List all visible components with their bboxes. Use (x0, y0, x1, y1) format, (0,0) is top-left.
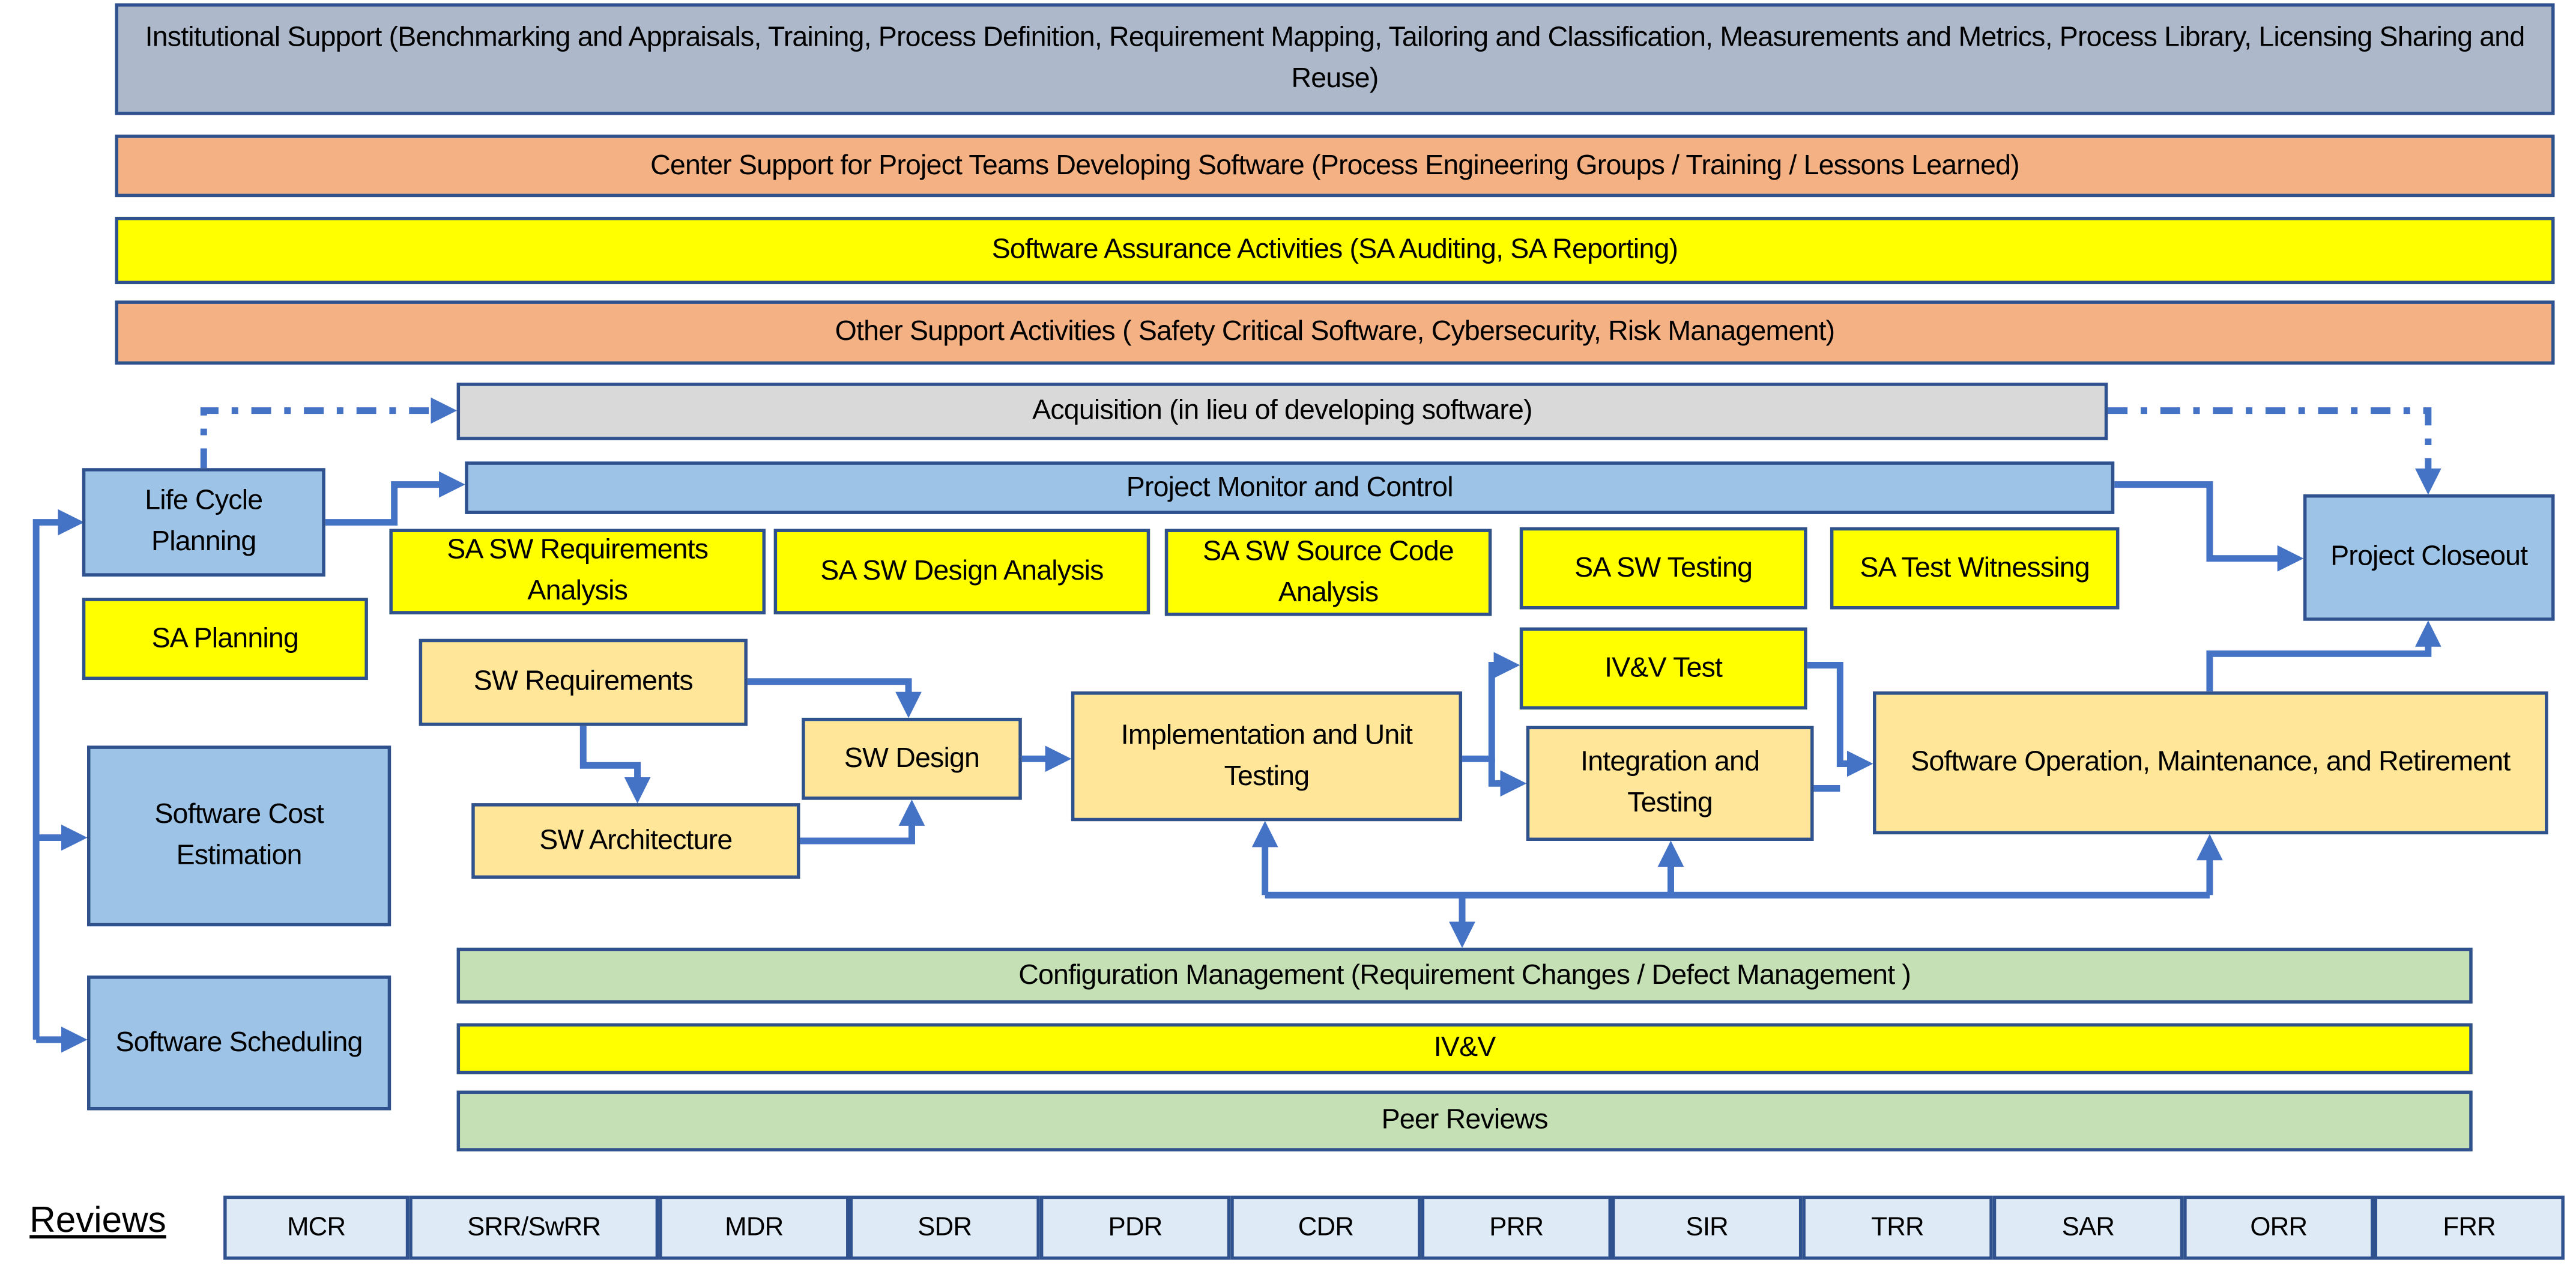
review-prr: PRR (1421, 1195, 1612, 1260)
review-mdr: MDR (659, 1195, 850, 1260)
peer-reviews-band: Peer Reviews (456, 1090, 2473, 1151)
arrow-lcp-acq (200, 397, 458, 469)
sa-planning-box: SA Planning (82, 598, 368, 681)
sa-test-witnessing-box: SA Test Witnessing (1830, 527, 2120, 610)
arrow-req-arch (579, 726, 651, 804)
acquisition-box: Acquisition (in lieu of developing softw… (456, 383, 2108, 440)
review-trr: TRR (1802, 1195, 1993, 1260)
arrow-acq-closeout (2108, 407, 2441, 495)
center-support-band: Center Support for Project Teams Develop… (115, 135, 2555, 198)
sw-requirements-box: SW Requirements (419, 638, 748, 726)
configuration-management-band: Configuration Management (Requirement Ch… (456, 947, 2473, 1004)
other-support-band: Other Support Activities ( Safety Critic… (115, 300, 2555, 365)
ivv-band: IV&V (456, 1023, 2473, 1075)
sw-architecture-box: SW Architecture (471, 803, 800, 879)
review-sar: SAR (1992, 1195, 2184, 1260)
project-closeout-box: Project Closeout (2303, 494, 2555, 621)
arrow-req-design (747, 678, 922, 718)
arrow-impl-integration (1488, 759, 1527, 797)
life-cycle-planning-box: Life Cycle Planning (82, 468, 325, 577)
sa-source-code-box: SA SW Source Code Analysis (1164, 529, 1492, 616)
institutional-support-band: Institutional Support (Benchmarking and … (115, 3, 2555, 115)
sa-requirements-box: SA SW Requirements Analysis (389, 529, 766, 614)
review-frr: FRR (2374, 1195, 2565, 1260)
review-orr: ORR (2183, 1195, 2374, 1260)
sa-activities-band: Software Assurance Activities (SA Auditi… (115, 216, 2555, 285)
reviews-label: Reviews (29, 1199, 166, 1240)
arrow-op-closeout (2206, 620, 2441, 692)
review-sdr: SDR (849, 1195, 1040, 1260)
review-pdr: PDR (1039, 1195, 1231, 1260)
arrow-ivvtest-op (1807, 661, 1873, 777)
arrow-impl-ivvtest (1462, 652, 1520, 762)
sa-testing-box: SA SW Testing (1519, 527, 1807, 610)
ivv-test-box: IV&V Test (1519, 627, 1807, 710)
arrow-arch-design (800, 799, 925, 845)
review-srrswrr: SRR/SwRR (409, 1195, 659, 1260)
arrow-left-bus (32, 509, 85, 1040)
arrow-pmc-closeout (2114, 481, 2304, 572)
arrow-lcp-pmc (325, 471, 465, 526)
sa-design-box: SA SW Design Analysis (773, 529, 1150, 614)
operation-maintenance-box: Software Operation, Maintenance, and Ret… (1873, 691, 2548, 835)
implementation-box: Implementation and Unit Testing (1071, 691, 1463, 822)
scheduling-box: Software Scheduling (87, 975, 392, 1111)
cost-estimation-box: Software Cost Estimation (87, 745, 392, 927)
review-mcr: MCR (223, 1195, 410, 1260)
review-sir: SIR (1612, 1195, 1803, 1260)
project-monitor-box: Project Monitor and Control (465, 461, 2115, 514)
sw-design-box: SW Design (802, 717, 1022, 800)
integration-testing-box: Integration and Testing (1526, 726, 1814, 842)
review-cdr: CDR (1230, 1195, 1421, 1260)
